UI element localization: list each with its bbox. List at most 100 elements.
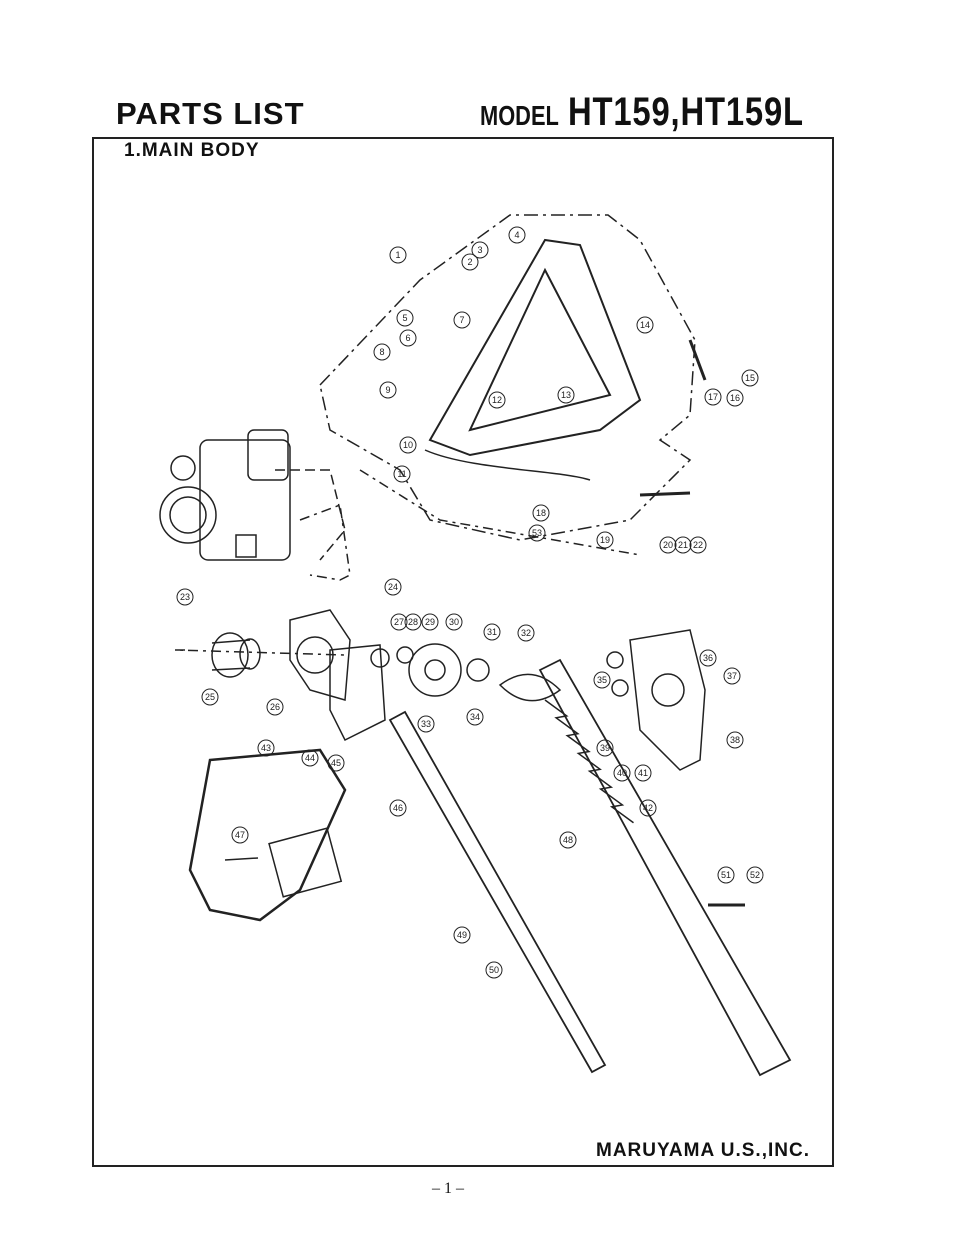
top-handle bbox=[428, 238, 642, 457]
callout-51 bbox=[717, 866, 735, 884]
page-number: – 1 – bbox=[432, 1180, 464, 1197]
callout-label-26: 26 bbox=[270, 702, 280, 712]
callout-label-2: 2 bbox=[467, 257, 472, 267]
callout-21 bbox=[674, 536, 692, 554]
clutch-drum bbox=[211, 632, 261, 678]
callout-4 bbox=[508, 226, 526, 244]
callout-label-19: 19 bbox=[600, 535, 610, 545]
callout-label-51: 51 bbox=[721, 870, 731, 880]
callout-5 bbox=[396, 309, 414, 327]
callout-33 bbox=[417, 715, 435, 733]
callout-35 bbox=[593, 671, 611, 689]
callout-label-22: 22 bbox=[693, 540, 703, 550]
cutter-blade bbox=[538, 658, 792, 1077]
callout-7 bbox=[453, 311, 471, 329]
callout-label-12: 12 bbox=[492, 395, 502, 405]
model-number: HT159,HT159L bbox=[567, 90, 804, 134]
callout-15 bbox=[741, 369, 759, 387]
callout-42 bbox=[639, 799, 657, 817]
callout-label-4: 4 bbox=[514, 230, 519, 240]
callout-24 bbox=[384, 578, 402, 596]
callout-38 bbox=[726, 731, 744, 749]
callout-label-36: 36 bbox=[703, 653, 713, 663]
callout-label-29: 29 bbox=[425, 617, 435, 627]
callout-47 bbox=[231, 826, 249, 844]
callout-20 bbox=[659, 536, 677, 554]
callout-32 bbox=[517, 624, 535, 642]
callout-23 bbox=[176, 588, 194, 606]
callout-label-9: 9 bbox=[385, 385, 390, 395]
callout-27 bbox=[390, 613, 408, 631]
callout-label-17: 17 bbox=[708, 392, 718, 402]
callout-26 bbox=[266, 698, 284, 716]
callout-43 bbox=[257, 739, 275, 757]
callout-48 bbox=[559, 831, 577, 849]
callout-label-23: 23 bbox=[180, 592, 190, 602]
callout-40 bbox=[613, 764, 631, 782]
housing-outline bbox=[319, 214, 696, 541]
diagram-frame bbox=[92, 137, 834, 1167]
callout-label-38: 38 bbox=[730, 735, 740, 745]
callout-label-44: 44 bbox=[305, 753, 315, 763]
callout-label-43: 43 bbox=[261, 743, 271, 753]
callout-31 bbox=[483, 623, 501, 641]
gear-train bbox=[370, 643, 562, 702]
callout-13 bbox=[557, 386, 575, 404]
callout-1 bbox=[389, 246, 407, 264]
callout-3 bbox=[471, 241, 489, 259]
callout-11 bbox=[393, 465, 411, 483]
callout-label-21: 21 bbox=[678, 540, 688, 550]
callout-39 bbox=[596, 739, 614, 757]
callout-36 bbox=[699, 649, 717, 667]
page-title: PARTS LIST bbox=[116, 96, 305, 131]
callout-41 bbox=[634, 764, 652, 782]
callout-2 bbox=[461, 253, 479, 271]
callout-label-46: 46 bbox=[393, 803, 403, 813]
section-title: 1.MAIN BODY bbox=[124, 140, 260, 161]
callout-52 bbox=[746, 866, 764, 884]
callout-label-7: 7 bbox=[459, 315, 464, 325]
engine-assembly bbox=[159, 429, 291, 561]
callout-label-18: 18 bbox=[536, 508, 546, 518]
callout-label-13: 13 bbox=[561, 390, 571, 400]
callout-label-3: 3 bbox=[477, 245, 482, 255]
callout-label-5: 5 bbox=[402, 313, 407, 323]
callout-17 bbox=[704, 388, 722, 406]
rear-gear-case bbox=[606, 629, 706, 771]
callout-8 bbox=[373, 343, 391, 361]
callout-44 bbox=[301, 749, 319, 767]
front-handle bbox=[188, 748, 347, 922]
guide-bar bbox=[388, 710, 607, 1074]
callout-29 bbox=[421, 613, 439, 631]
callout-46 bbox=[389, 799, 407, 817]
callout-50 bbox=[485, 961, 503, 979]
callout-12 bbox=[488, 391, 506, 409]
callout-label-52: 52 bbox=[750, 870, 760, 880]
callout-label-30: 30 bbox=[449, 617, 459, 627]
callout-22 bbox=[689, 536, 707, 554]
model-label: MODEL bbox=[480, 100, 559, 131]
callout-10 bbox=[399, 436, 417, 454]
callout-label-48: 48 bbox=[563, 835, 573, 845]
callout-label-50: 50 bbox=[489, 965, 499, 975]
callout-6 bbox=[399, 329, 417, 347]
company-name: MARUYAMA U.S.,INC. bbox=[596, 1140, 810, 1161]
callout-label-49: 49 bbox=[457, 930, 467, 940]
callout-label-41: 41 bbox=[638, 768, 648, 778]
callout-19 bbox=[596, 531, 614, 549]
callout-label-16: 16 bbox=[730, 393, 740, 403]
callout-label-1: 1 bbox=[395, 250, 400, 260]
callout-label-28: 28 bbox=[408, 617, 418, 627]
callout-18 bbox=[532, 504, 550, 522]
callout-label-20: 20 bbox=[663, 540, 673, 550]
callout-label-8: 8 bbox=[379, 347, 384, 357]
callout-label-47: 47 bbox=[235, 830, 245, 840]
callout-label-45: 45 bbox=[331, 758, 341, 768]
callout-label-10: 10 bbox=[403, 440, 413, 450]
callout-30 bbox=[445, 613, 463, 631]
callout-label-35: 35 bbox=[597, 675, 607, 685]
callout-label-6: 6 bbox=[405, 333, 410, 343]
callout-label-32: 32 bbox=[521, 628, 531, 638]
